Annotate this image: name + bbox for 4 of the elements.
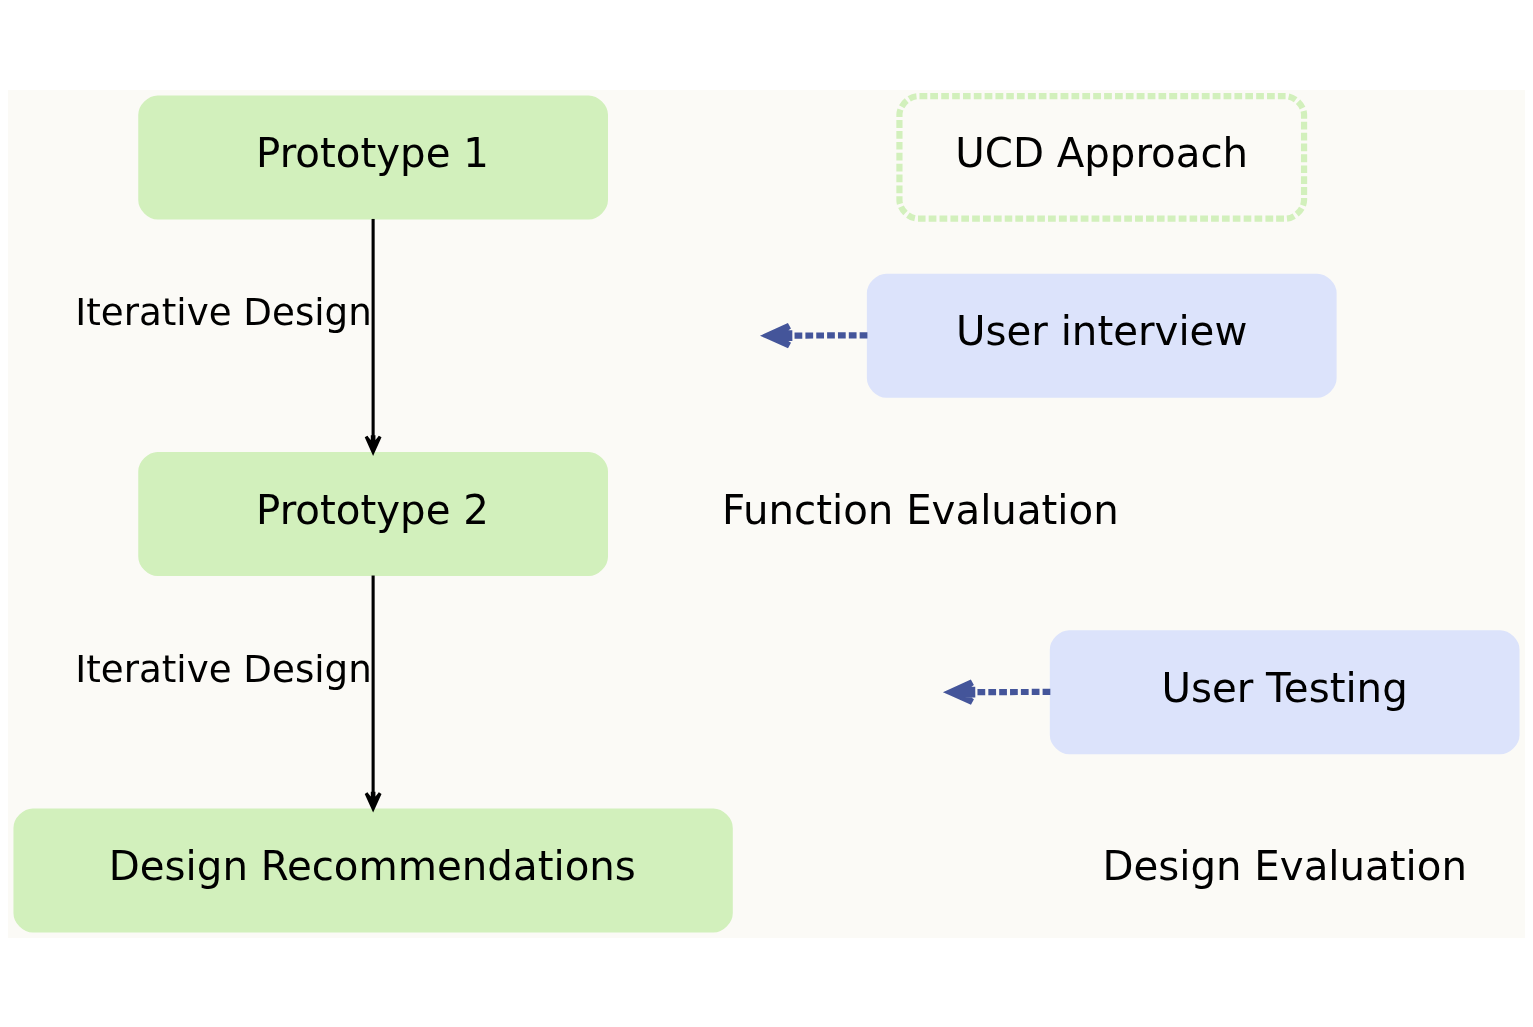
edge-label: Iterative Design (75, 289, 372, 334)
node-label: Design Evaluation (1102, 842, 1467, 890)
edge-label: Iterative Design (75, 646, 372, 691)
node-label: Function Evaluation (721, 486, 1119, 534)
